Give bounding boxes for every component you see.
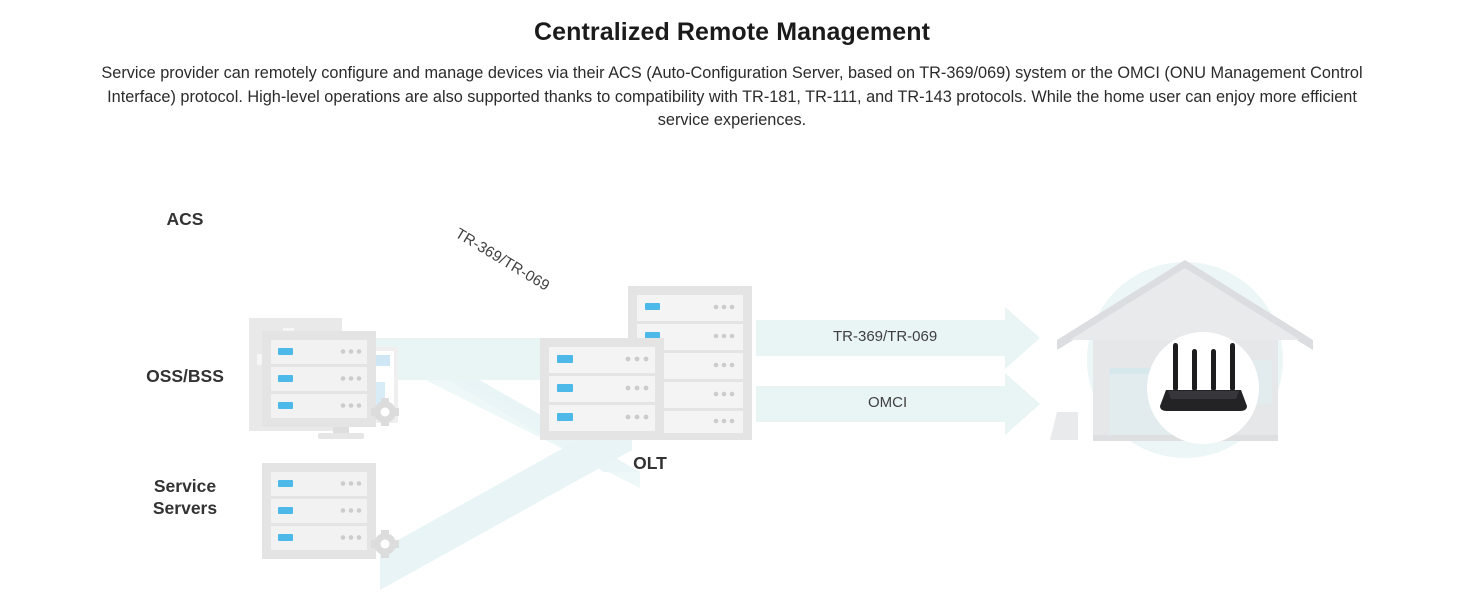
connection-label-olt-to-home-bottom: OMCI — [868, 394, 908, 411]
home-icon — [1050, 260, 1313, 458]
connection-olt-to-home-top — [756, 307, 1040, 369]
connection-olt-to-home-bottom — [756, 373, 1040, 435]
ossbss-icon — [262, 331, 399, 427]
node-label-service-servers: Service Servers — [152, 476, 218, 518]
connection-label-olt-to-home-top: TR-369/TR-069 — [833, 328, 938, 345]
diagram-graphics — [249, 260, 1313, 590]
connection-service-to-olt — [380, 410, 632, 590]
router-icon — [1160, 343, 1247, 411]
node-label-ossbss: OSS/BSS — [146, 366, 224, 386]
node-label-olt: OLT — [633, 453, 667, 473]
page-description: Service provider can remotely configure … — [101, 64, 1363, 129]
node-label-acs: ACS — [166, 209, 204, 229]
diagram-canvas: ACS OSS/BSS Service Servers OLT TR-369/T… — [0, 150, 1464, 600]
page-title: Centralized Remote Management — [533, 18, 931, 46]
olt-icon — [540, 286, 752, 440]
service-servers-icon — [262, 463, 399, 559]
